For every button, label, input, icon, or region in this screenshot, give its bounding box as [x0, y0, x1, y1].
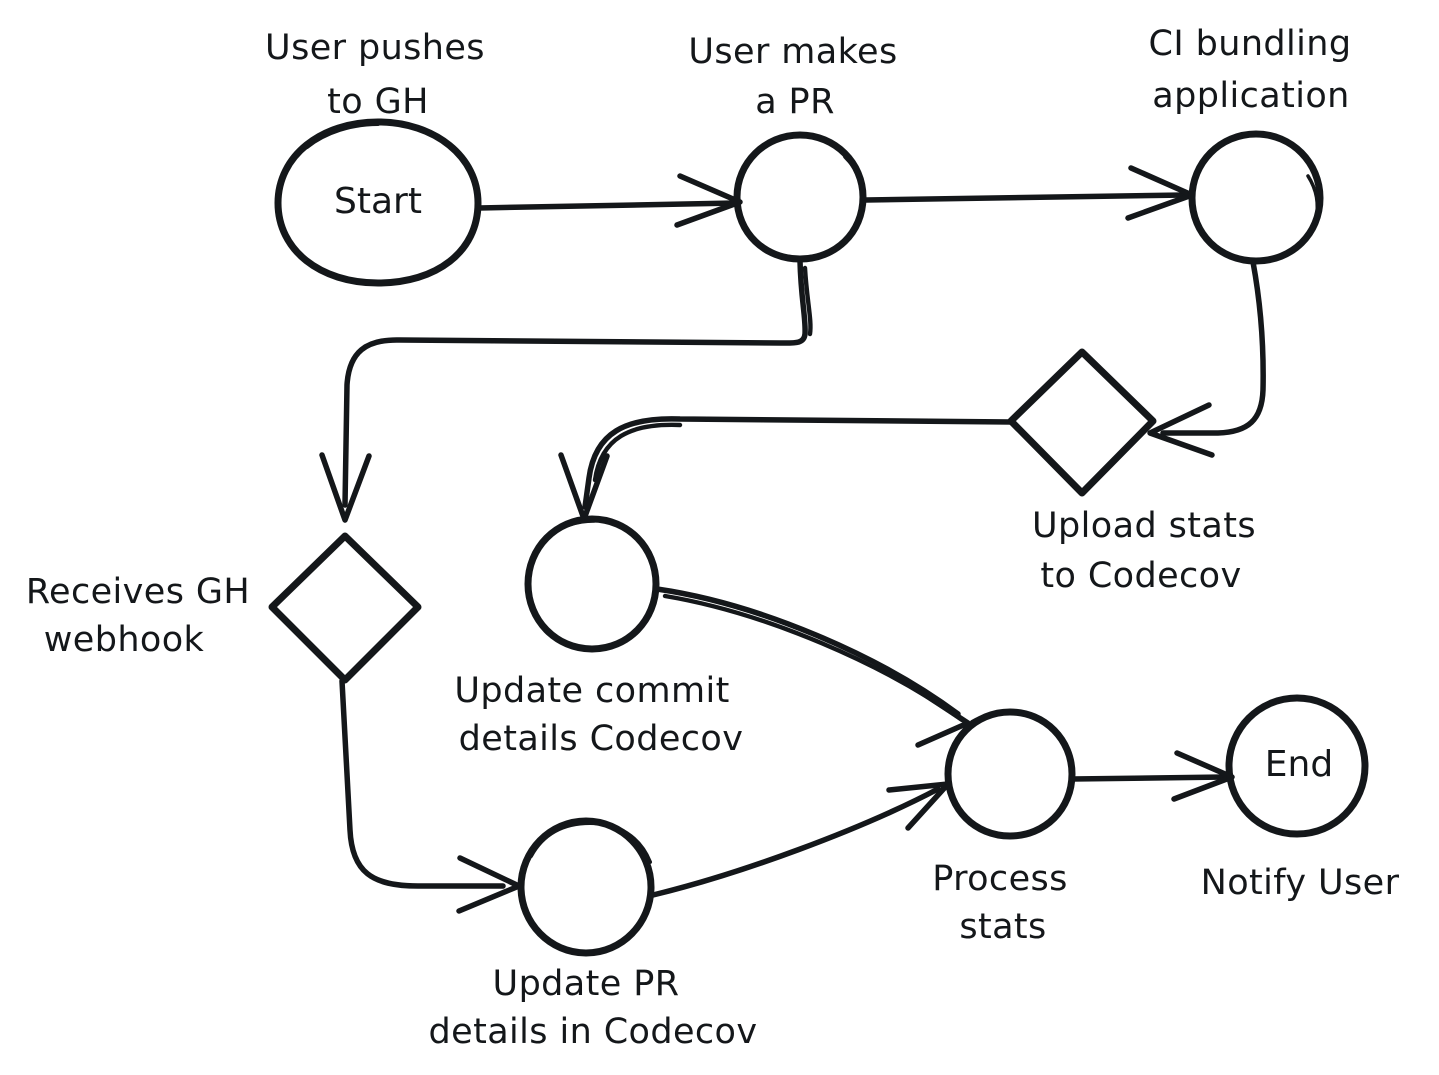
label-process-stats: Process stats	[932, 859, 1068, 947]
label-process-stats-line2: stats	[959, 907, 1046, 947]
label-update-pr-details-line2: details in Codecov	[429, 1012, 758, 1052]
edge-ci-bundling-to-upload-stats	[1147, 259, 1266, 458]
label-process-stats-line1: Process	[932, 859, 1068, 899]
edge-update-pr-details-to-process-stats	[650, 781, 951, 898]
label-ci-bundling-line1: CI bundling	[1149, 24, 1352, 64]
node-process-stats[interactable]	[944, 708, 1076, 840]
label-start-line1: User pushes	[265, 28, 485, 68]
label-ci-bundling-line2: application	[1152, 76, 1349, 116]
label-user-makes-pr-line2: a PR	[755, 82, 835, 122]
label-update-commit-details-line2: details Codecov	[459, 719, 744, 759]
label-receives-gh-webhook-line2: webhook	[44, 620, 205, 660]
label-upload-stats: Upload stats to Codecov	[1032, 506, 1256, 596]
node-end[interactable]: End	[1225, 694, 1369, 838]
edge-user-makes-pr-to-ci-bundling	[863, 165, 1195, 221]
edge-upload-stats-to-update-commit-details	[558, 416, 1014, 522]
edge-process-stats-to-end	[1069, 750, 1235, 802]
label-start: User pushes to GH	[265, 28, 485, 122]
label-user-makes-pr-line1: User makes	[688, 32, 897, 72]
label-update-commit-details: Update commit details Codecov	[454, 671, 743, 759]
label-receives-gh-webhook: Receives GH webhook	[26, 572, 250, 660]
label-start-line2: to GH	[327, 82, 429, 122]
label-end: Notify User	[1201, 863, 1400, 903]
label-receives-gh-webhook-line1: Receives GH	[26, 572, 250, 612]
label-upload-stats-line1: Upload stats	[1032, 506, 1256, 546]
label-upload-stats-line2: to Codecov	[1040, 556, 1241, 596]
node-ci-bundling[interactable]	[1188, 130, 1324, 265]
label-user-makes-pr: User makes a PR	[688, 32, 897, 122]
edge-start-to-user-makes-pr	[476, 173, 743, 228]
label-update-commit-details-line1: Update commit	[454, 671, 729, 711]
node-update-commit-details[interactable]	[524, 515, 660, 653]
node-user-makes-pr[interactable]	[733, 131, 867, 263]
node-start-inner-label: Start	[334, 181, 422, 222]
edge-receives-gh-webhook-to-update-pr-details	[339, 678, 522, 914]
label-update-pr-details: Update PR details in Codecov	[429, 964, 758, 1052]
edge-update-commit-details-to-process-stats	[654, 586, 971, 748]
node-receives-gh-webhook[interactable]	[268, 532, 422, 684]
edge-user-makes-pr-to-receives-gh-webhook	[319, 258, 813, 523]
label-ci-bundling: CI bundling application	[1149, 24, 1352, 116]
label-end-line1: Notify User	[1201, 863, 1400, 903]
node-end-inner-label: End	[1265, 744, 1333, 785]
node-update-pr-details[interactable]	[517, 817, 655, 957]
node-start[interactable]: Start	[274, 118, 482, 287]
node-upload-stats[interactable]	[1007, 348, 1157, 497]
label-update-pr-details-line1: Update PR	[493, 964, 680, 1004]
